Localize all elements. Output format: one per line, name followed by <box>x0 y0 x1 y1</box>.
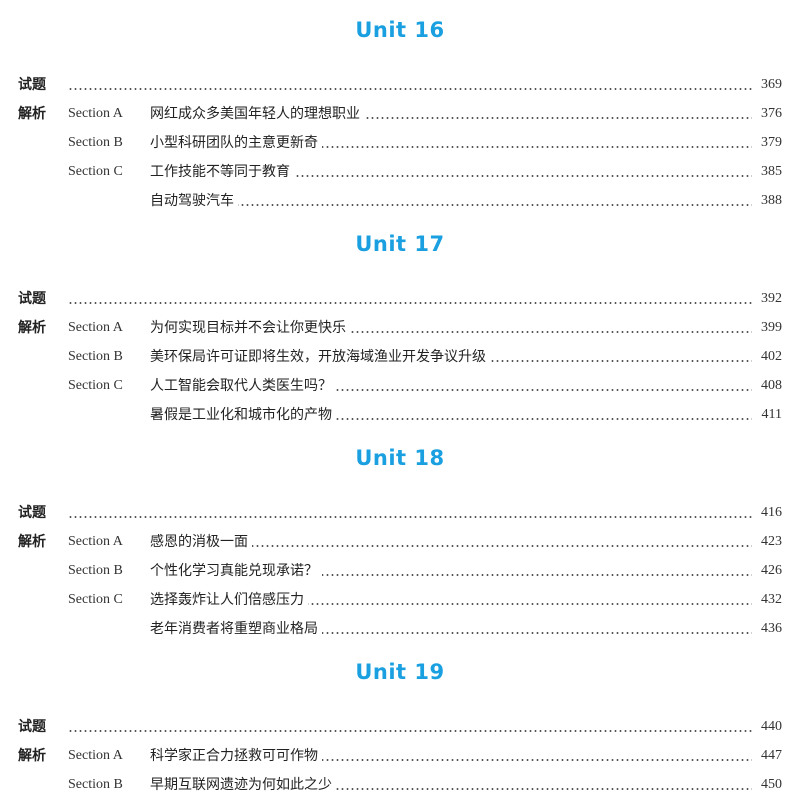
analysis-label: 解析 <box>18 534 46 550</box>
toc-row-entry[interactable]: Section C 工作技能不等同于教育 385 <box>0 159 800 185</box>
toc-row-entry[interactable]: 自动驾驶汽车 388 <box>0 188 800 214</box>
toc-row-entry[interactable]: Section B 美环保局许可证即将生效，开放海域渔业开发争议升级 402 <box>0 344 800 370</box>
test-label: 试题 <box>18 77 46 93</box>
unit-heading: Unit 19 <box>355 660 445 684</box>
section-label: Section C <box>68 378 123 393</box>
section-label: Section B <box>68 777 123 792</box>
dot-leader <box>150 759 752 761</box>
section-label: Section B <box>68 135 123 150</box>
toc-row-entry[interactable]: 解析 Section A 为何实现目标并不会让你更快乐 399 <box>0 315 800 341</box>
analysis-label: 解析 <box>18 320 46 336</box>
page-number: 399 <box>757 315 782 341</box>
page-number: 385 <box>757 159 782 185</box>
dot-leader <box>68 516 752 518</box>
toc-row-entry[interactable]: Section B 个性化学习真能兑现承诺？ 426 <box>0 558 800 584</box>
dot-leader <box>150 574 752 576</box>
dot-leader <box>150 788 752 790</box>
page-number: 402 <box>757 344 782 370</box>
page-number: 388 <box>757 188 782 214</box>
dot-leader <box>68 88 752 90</box>
dot-leader <box>150 175 752 177</box>
page-number: 376 <box>757 101 782 127</box>
toc-row-entry[interactable]: Section B 早期互联网遗迹为何如此之少 450 <box>0 772 800 798</box>
toc-row-entry[interactable]: Section C 人工智能会取代人类医生吗？ 408 <box>0 373 800 399</box>
page-number: 411 <box>757 402 782 428</box>
toc-row-entry[interactable]: Section B 小型科研团队的主意更新奇 379 <box>0 130 800 156</box>
section-label: Section A <box>68 106 123 121</box>
analysis-label: 解析 <box>18 106 46 122</box>
entry-title: 小型科研团队的主意更新奇 <box>150 130 322 156</box>
entry-title: 科学家正合力拯救可可作物 <box>150 743 322 769</box>
page-number: 392 <box>757 286 782 312</box>
toc-row-entry[interactable]: 老年消费者将重塑商业格局 436 <box>0 616 800 642</box>
toc-row-test[interactable]: 试题 440 <box>0 714 800 740</box>
page-number: 426 <box>757 558 782 584</box>
toc-row-entry[interactable]: 解析 Section A 感恩的消极一面 423 <box>0 529 800 555</box>
test-label: 试题 <box>18 291 46 307</box>
page-number: 440 <box>757 714 782 740</box>
page-number: 423 <box>757 529 782 555</box>
dot-leader <box>150 545 752 547</box>
toc-row-test[interactable]: 试题 369 <box>0 72 800 98</box>
dot-leader <box>150 418 752 420</box>
section-label: Section A <box>68 320 123 335</box>
toc-row-entry[interactable]: 暑假是工业化和城市化的产物 411 <box>0 402 800 428</box>
section-label: Section B <box>68 563 123 578</box>
page-number: 379 <box>757 130 782 156</box>
toc-row-test[interactable]: 试题 392 <box>0 286 800 312</box>
section-label: Section A <box>68 534 123 549</box>
entry-title: 人工智能会取代人类医生吗？ <box>150 373 336 399</box>
dot-leader <box>150 146 752 148</box>
unit-heading: Unit 16 <box>355 18 445 42</box>
entry-title: 暑假是工业化和城市化的产物 <box>150 402 336 428</box>
page-number: 416 <box>757 500 782 526</box>
analysis-label: 解析 <box>18 748 46 764</box>
entry-title: 网红成众多美国年轻人的理想职业 <box>150 101 364 127</box>
unit-heading: Unit 17 <box>355 232 445 256</box>
entry-title: 早期互联网遗迹为何如此之少 <box>150 772 336 798</box>
dot-leader <box>150 603 752 605</box>
page-number: 447 <box>757 743 782 769</box>
page-number: 369 <box>757 72 782 98</box>
unit-heading: Unit 18 <box>355 446 445 470</box>
toc-row-entry[interactable]: 解析 Section A 网红成众多美国年轻人的理想职业 376 <box>0 101 800 127</box>
page-number: 450 <box>757 772 782 798</box>
entry-title: 选择轰炸让人们倍感压力 <box>150 587 308 613</box>
page-number: 436 <box>757 616 782 642</box>
section-label: Section C <box>68 592 123 607</box>
entry-title: 美环保局许可证即将生效，开放海域渔业开发争议升级 <box>150 344 490 370</box>
entry-title: 个性化学习真能兑现承诺？ <box>150 558 322 584</box>
test-label: 试题 <box>18 719 46 735</box>
page-number: 432 <box>757 587 782 613</box>
entry-title: 自动驾驶汽车 <box>150 188 238 214</box>
toc-row-test[interactable]: 试题 416 <box>0 500 800 526</box>
dot-leader <box>150 632 752 634</box>
dot-leader <box>68 730 752 732</box>
section-label: Section A <box>68 748 123 763</box>
dot-leader <box>150 389 752 391</box>
section-label: Section B <box>68 349 123 364</box>
page-number: 408 <box>757 373 782 399</box>
entry-title: 感恩的消极一面 <box>150 529 252 555</box>
toc-row-entry[interactable]: Section C 选择轰炸让人们倍感压力 432 <box>0 587 800 613</box>
dot-leader <box>150 331 752 333</box>
test-label: 试题 <box>18 505 46 521</box>
section-label: Section C <box>68 164 123 179</box>
dot-leader <box>150 117 752 119</box>
dot-leader <box>150 204 752 206</box>
entry-title: 工作技能不等同于教育 <box>150 159 294 185</box>
entry-title: 老年消费者将重塑商业格局 <box>150 616 322 642</box>
toc-row-entry[interactable]: 解析 Section A 科学家正合力拯救可可作物 447 <box>0 743 800 769</box>
dot-leader <box>68 302 752 304</box>
entry-title: 为何实现目标并不会让你更快乐 <box>150 315 350 341</box>
